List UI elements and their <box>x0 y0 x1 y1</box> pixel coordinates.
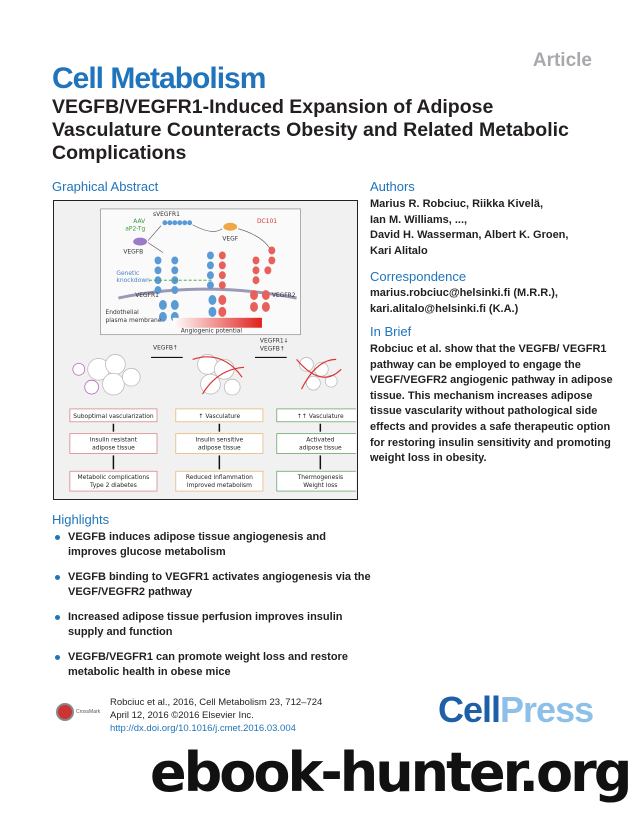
svegfr1-chain <box>162 220 193 226</box>
highlight-item: VEGFB induces adipose tissue angiogenesi… <box>52 530 372 560</box>
vegfr2-receptor <box>250 246 276 312</box>
citation: Robciuc et al., 2016, Cell Metabolism 23… <box>110 697 323 708</box>
outcome-label: Insulin sensitive <box>195 437 243 444</box>
label-ap2: aP2-Tg <box>125 226 145 233</box>
membrane <box>118 287 297 300</box>
heterodimer-receptor <box>206 251 227 317</box>
outcome-box <box>69 408 158 423</box>
label-arrow1: VEGFB↑ <box>153 345 178 352</box>
arrows <box>147 224 271 253</box>
email-link[interactable]: kari.alitalo@helsinki.fi (K.A.) <box>370 302 519 315</box>
author-line: David H. Wasserman, Albert K. Groen, <box>370 229 569 242</box>
outcome-label: Insulin resistant <box>90 437 138 444</box>
authors-heading: Authors <box>370 179 415 194</box>
vegf-ligand <box>223 222 238 231</box>
vegfb-ligand <box>133 237 148 246</box>
author-line: Kari Alitalo <box>370 244 428 257</box>
outcome-label: ↑ Vasculature <box>199 413 241 420</box>
crossmark-icon[interactable] <box>56 703 74 721</box>
email-link[interactable]: marius.robciuc@helsinki.fi (M.R.R.), <box>370 287 558 299</box>
label-arrow2a: VEGFR1↓ <box>260 338 289 345</box>
crossmark-label: CrossMark <box>76 709 101 715</box>
bullet-icon <box>55 615 60 620</box>
label-vegf: VEGF <box>222 236 238 243</box>
doi-link[interactable]: http://dx.doi.org/10.1016/j.cmet.2016.03… <box>110 723 296 734</box>
label-genetic: Genetic <box>116 270 139 277</box>
label-aav: AAV <box>133 218 146 225</box>
label-dc101: DC101 <box>257 218 277 225</box>
page-title: VEGFB/VEGFR1-Induced Expansion of Adipos… <box>52 96 569 164</box>
outcome-label: adipose tissue <box>92 444 135 451</box>
graphical-abstract: sVEGFR1 AAV aP2-Tg VEGFB VEGF DC101 Gene… <box>53 200 365 500</box>
label-arrow2b: VEGFB↑ <box>260 345 285 352</box>
article-label: Article <box>532 50 592 71</box>
label-svegfr1: sVEGFR1 <box>153 211 180 218</box>
highlight-item: VEGFB binding to VEGFR1 activates angiog… <box>52 570 372 600</box>
in-brief-text: Robciuc et al. show that the VEGFB/ VEGF… <box>370 343 613 465</box>
vegfr1-receptor <box>154 256 179 322</box>
publication-date: April 12, 2016 ©2016 Elsevier Inc. <box>110 710 254 721</box>
outcome-box <box>175 470 264 492</box>
label-vegfr1: VEGFR1 <box>135 292 159 299</box>
outcome-label: ↑↑ Vasculature <box>297 413 344 420</box>
correspondence-heading: Correspondence <box>370 269 467 284</box>
graphical-abstract-heading: Graphical Abstract <box>52 179 159 194</box>
label-vegfb: VEGFB <box>123 248 143 255</box>
cellpress-logo: CellPress <box>438 689 594 730</box>
outcome-box <box>175 408 264 423</box>
authors-list: Marius R. Robciuc, Riikka Kivelä, Ian M.… <box>370 197 622 259</box>
outcome-label: Improved metabolism <box>187 482 252 489</box>
outcome-box <box>69 470 158 492</box>
label-endothelial: Endothelial <box>106 309 140 316</box>
outcome-box <box>69 433 158 454</box>
outcome-label: Reduced inflammation <box>186 474 253 481</box>
author-line: Ian M. Williams, ..., <box>370 213 468 226</box>
outcome-label: adipose tissue <box>299 444 342 451</box>
highlight-item: VEGFB/VEGFR1 can promote weight loss and… <box>52 650 372 680</box>
angiogenic-gradient <box>172 317 262 328</box>
outcome-label: Weight loss <box>303 482 337 489</box>
graphical-abstract-figure: sVEGFR1 AAV aP2-Tg VEGFB VEGF DC101 Gene… <box>69 208 365 492</box>
outcome-label: Metabolic complications <box>78 474 150 481</box>
bullet-icon <box>55 575 60 580</box>
highlights-heading: Highlights <box>52 512 110 527</box>
outcome-box <box>175 433 264 454</box>
outcome-label: Type 2 diabetes <box>89 482 137 489</box>
outcome-label: Activated <box>306 437 334 444</box>
bullet-icon <box>55 535 60 540</box>
label-plasma: plasma membrane <box>106 317 162 324</box>
vessels <box>192 356 342 395</box>
label-knockdown: knockdown <box>116 277 150 284</box>
label-angiogenic: Angiogenic potential <box>181 328 243 335</box>
citation-footer: Robciuc et al., 2016, Cell Metabolism 23… <box>110 696 322 735</box>
outcome-label: adipose tissue <box>198 444 241 451</box>
in-brief-heading: In Brief <box>370 324 412 339</box>
bullet-icon <box>55 655 60 660</box>
watermark: ebook-hunter.org <box>150 741 628 804</box>
journal-name: Cell Metabolism <box>52 62 266 95</box>
outcome-label: Suboptimal vascularization <box>73 413 154 420</box>
label-vegfr2: VEGFR2 <box>272 292 296 299</box>
author-line: Marius R. Robciuc, Riikka Kivelä, <box>370 198 544 210</box>
outcome-label: Thermogenesis <box>297 474 343 481</box>
highlight-item: Increased adipose tissue perfusion impro… <box>52 610 372 640</box>
